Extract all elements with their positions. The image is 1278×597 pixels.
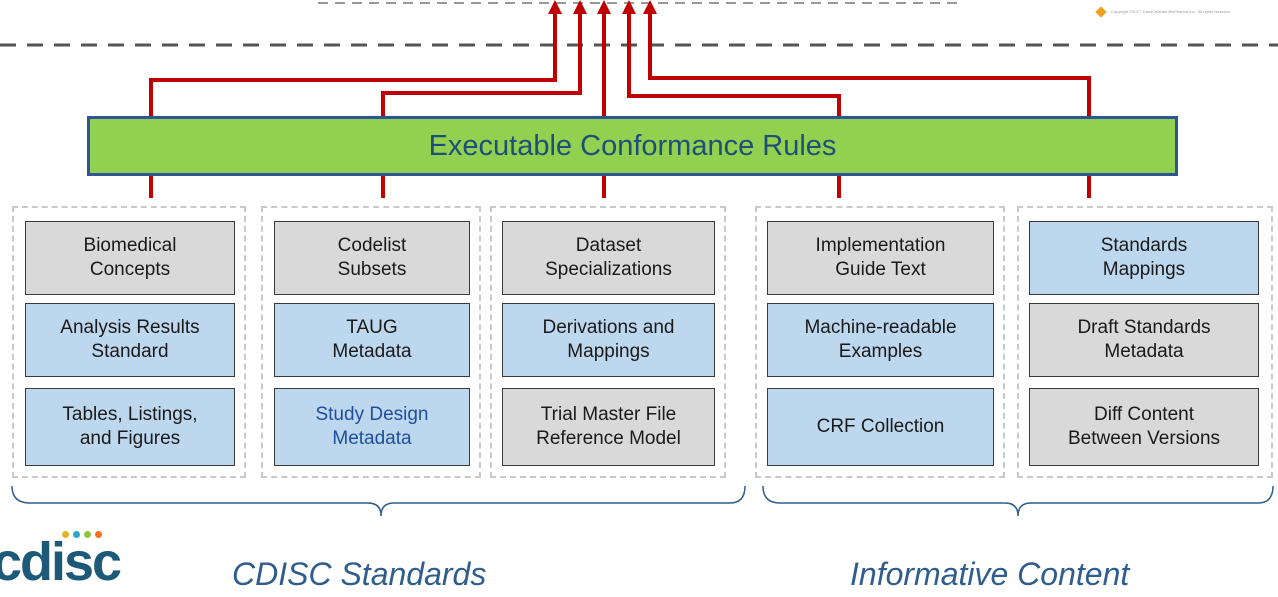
logo-dot-green <box>84 531 91 538</box>
card-biomedical-concepts: Biomedical Concepts <box>25 221 235 295</box>
card-draft-standards-metadata: Draft Standards Metadata <box>1029 303 1259 377</box>
logo-dot-blue <box>73 531 80 538</box>
copyright-notice: Copyright ©2017 TransCelerate BioPharma … <box>1095 6 1231 18</box>
executable-conformance-rules-banner: Executable Conformance Rules <box>87 116 1178 176</box>
card-study-design-metadata: Study Design Metadata <box>274 388 470 466</box>
card-tables-listings-figures: Tables, Listings, and Figures <box>25 388 235 466</box>
card-crf-collection: CRF Collection <box>767 388 994 466</box>
arrowhead-5 <box>643 0 657 14</box>
transcelerate-logo-icon <box>1095 6 1107 18</box>
card-dataset-specializations: Dataset Specializations <box>502 221 715 295</box>
card-codelist-subsets: Codelist Subsets <box>274 221 470 295</box>
arrowhead-3 <box>597 0 611 14</box>
logo-dot-orange <box>95 531 102 538</box>
card-analysis-results-standard: Analysis Results Standard <box>25 303 235 377</box>
column-group-3: Dataset Specializations Derivations and … <box>490 206 726 478</box>
brace-informative-content <box>762 485 1274 517</box>
card-trial-master-file: Trial Master File Reference Model <box>502 388 715 466</box>
connector-upper-5 <box>648 12 1091 116</box>
arrowhead-2 <box>573 0 587 14</box>
cdisc-logo: cdisc <box>0 527 130 597</box>
column-group-1: Biomedical Concepts Analysis Results Sta… <box>12 206 246 478</box>
card-taug-metadata: TAUG Metadata <box>274 303 470 377</box>
column-group-2: Codelist Subsets TAUG Metadata Study Des… <box>261 206 481 478</box>
brace-cdisc-standards <box>11 485 746 517</box>
logo-dot-yellow <box>62 531 69 538</box>
cdisc-standards-label: CDISC Standards <box>232 556 487 592</box>
arrowhead-1 <box>548 0 562 14</box>
banner-label: Executable Conformance Rules <box>428 129 837 162</box>
column-group-4: Implementation Guide Text Machine-readab… <box>755 206 1005 478</box>
informative-content-label: Informative Content <box>850 556 1130 592</box>
connector-upper-1 <box>149 12 557 116</box>
copyright-text: Copyright ©2017 TransCelerate BioPharma … <box>1111 9 1231 15</box>
card-implementation-guide-text: Implementation Guide Text <box>767 221 994 295</box>
cdisc-logo-text: cdisc <box>0 532 122 592</box>
connector-upper-2 <box>381 12 582 116</box>
card-diff-content-between-versions: Diff Content Between Versions <box>1029 388 1259 466</box>
connector-upper-4 <box>627 12 841 116</box>
card-derivations-and-mappings: Derivations and Mappings <box>502 303 715 377</box>
card-machine-readable-examples: Machine-readable Examples <box>767 303 994 377</box>
column-group-5: Standards Mappings Draft Standards Metad… <box>1017 206 1273 478</box>
card-standards-mappings: Standards Mappings <box>1029 221 1259 295</box>
arrowhead-4 <box>622 0 636 14</box>
